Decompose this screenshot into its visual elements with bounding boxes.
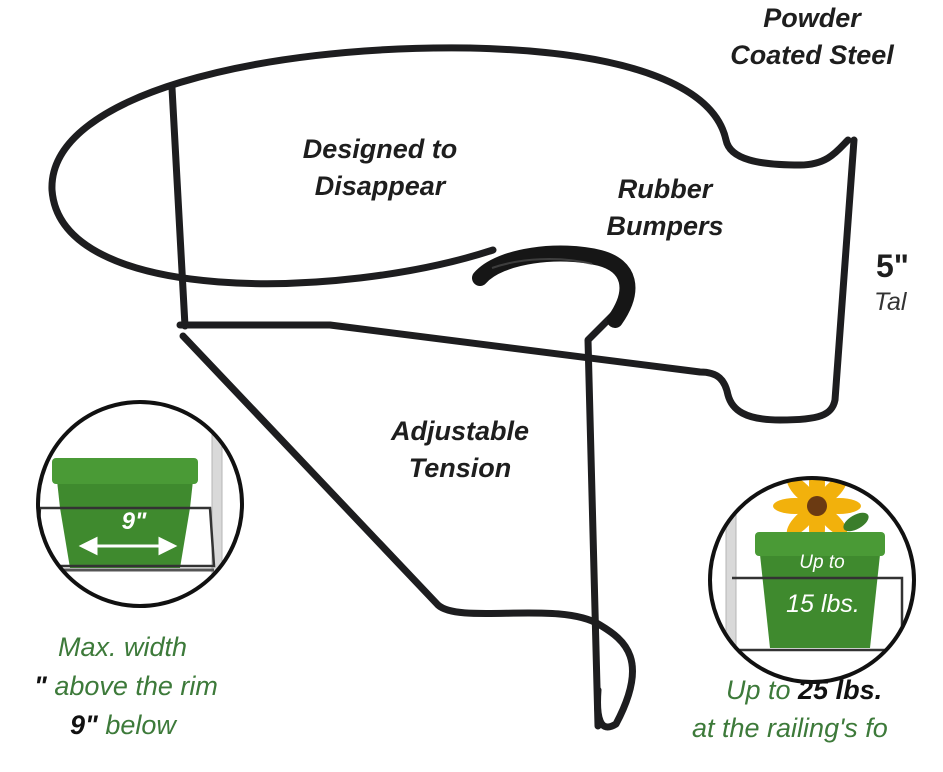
rubber-line-1: Rubber (617, 174, 713, 204)
max-width-caption-2: " above the rim (34, 666, 218, 706)
max-width-caption-3: 9" below (70, 705, 176, 745)
adjust-line-2: Tension (408, 453, 512, 483)
right-pot (758, 536, 882, 648)
pot-weight-line-1: Up to (799, 552, 845, 573)
diagonal-brace (179, 332, 637, 731)
left-inset-border (36, 400, 244, 608)
rubber-line-2: Bumpers (606, 211, 724, 241)
designed-line-1: Designed to (302, 134, 458, 164)
adjustable-tension-label: Adjustable Tension (370, 413, 550, 487)
left-post (168, 84, 189, 330)
max-width-caption-1: Max. width (58, 632, 188, 662)
top-ring (48, 44, 852, 288)
caption-3-bold: 9" (70, 710, 98, 740)
right-support (176, 136, 858, 424)
railing-caption-pre: Up to (726, 675, 799, 705)
caption-2-rest: above the rim (46, 671, 218, 701)
inner-rod (584, 306, 622, 730)
designed-to-disappear-label: Designed to Disappear (270, 131, 490, 205)
height-unit: Tal (874, 288, 907, 316)
powder-line-2: Coated Steel (730, 40, 894, 70)
adjust-line-1: Adjustable (390, 416, 530, 446)
railing-caption-bold: 25 lbs. (798, 675, 883, 705)
designed-line-2: Disappear (314, 171, 446, 201)
right-inset (710, 478, 914, 682)
powder-coated-label: Powder Coated Steel (712, 0, 912, 74)
rubber-bumpers-label: Rubber Bumpers (580, 171, 750, 245)
railing-weight-caption-1: Up to 25 lbs. (726, 670, 882, 710)
pot-width-label: 9" (121, 508, 147, 535)
rubber-bumper (472, 245, 636, 328)
caption-3-rest: below (97, 710, 176, 740)
pot-weight-line-2: 15 lbs. (786, 590, 860, 618)
left-inset (38, 402, 242, 606)
powder-line-1: Powder (763, 3, 861, 33)
width-arrow (78, 536, 178, 556)
railing-weight-caption-2: at the railing's fo (692, 713, 888, 743)
caption-2-bold: " (34, 671, 47, 701)
height-value: 5" (876, 248, 909, 284)
right-inset-border (708, 476, 916, 684)
